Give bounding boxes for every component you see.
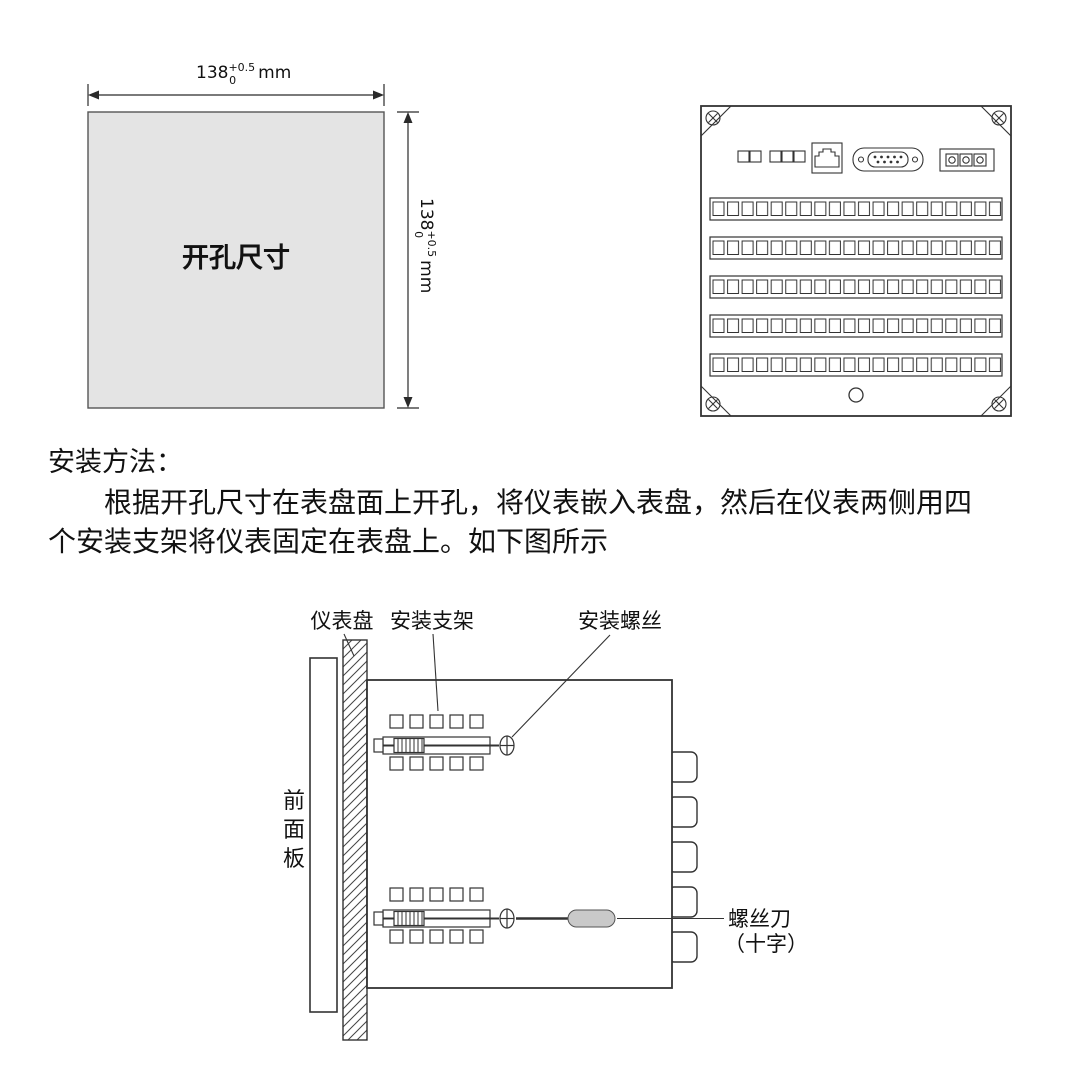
height-dim-label: 138+0.50 mm: [412, 198, 438, 293]
install-instructions: 根据开孔尺寸在表盘面上开孔，将仪表嵌入表盘，然后在仪表两侧用四 个安装支架将仪表…: [48, 484, 1008, 562]
height-dim-unit: mm: [416, 260, 436, 293]
height-dim-tol-sub: 0: [412, 231, 425, 238]
label-instrument-panel: 仪表盘: [311, 609, 374, 633]
height-dim-value: 138: [416, 198, 436, 230]
width-dimension: [87, 84, 385, 106]
bottom-hole: [848, 387, 864, 403]
screwdriver-handle: [567, 909, 616, 928]
label-screwdriver-type: （十字）: [724, 932, 808, 956]
instrument-panel-wall: [342, 639, 368, 1041]
leader-lines: [343, 633, 724, 920]
width-dim-unit: mm: [258, 63, 291, 83]
small-terminal-block-1: [737, 150, 762, 163]
small-terminal-block-2: [769, 150, 806, 163]
label-mounting-bracket: 安装支架: [390, 609, 474, 633]
height-dimension: [397, 111, 419, 409]
install-instructions-line2: 个安装支架将仪表固定在表盘上。如下图所示: [48, 527, 609, 558]
rj45-port: [811, 142, 843, 174]
width-dim-tol-sub: 0: [229, 74, 236, 87]
installation-diagram: 仪表盘 安装支架 安装螺丝 螺丝刀 （十字）: [309, 609, 808, 1041]
install-method-heading: 安装方法：: [48, 447, 183, 477]
width-dim-value: 138: [196, 63, 228, 83]
power-terminal: [939, 148, 995, 172]
front-panel-plate: [309, 657, 338, 1013]
db9-port: [852, 147, 924, 172]
label-front-panel: 前面板: [282, 788, 305, 871]
terminal-strips: [709, 197, 1003, 377]
corner-screws: [700, 105, 1012, 417]
db9-pins: [873, 155, 903, 164]
cutout-square: [87, 111, 385, 409]
height-dim-tol-sup: +0.5: [425, 230, 438, 257]
terminal-strip: [709, 353, 1003, 377]
screwdriver: [516, 909, 616, 928]
terminal-strip: [709, 314, 1003, 338]
label-mounting-screw: 安装螺丝: [578, 609, 662, 633]
width-dim-tol-sup: +0.5: [228, 61, 255, 74]
terminal-strip: [709, 197, 1003, 221]
label-screwdriver: 螺丝刀: [728, 907, 791, 931]
svg-text:138+0.50mm: 138+0.50 mm: [412, 198, 438, 293]
cutout-label: 开孔尺寸: [182, 243, 290, 273]
rear-panel-diagram: [700, 105, 1012, 417]
terminal-strip: [709, 275, 1003, 299]
terminal-strip: [709, 236, 1003, 260]
install-instructions-line1: 根据开孔尺寸在表盘面上开孔，将仪表嵌入表盘，然后在仪表两侧用四: [104, 488, 973, 519]
